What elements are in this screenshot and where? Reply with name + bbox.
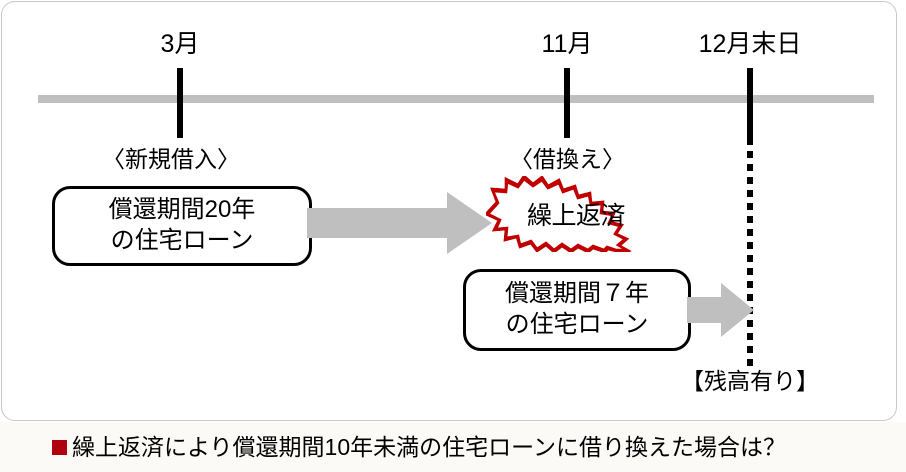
arrow-shaft — [307, 208, 447, 238]
timeline-bar — [38, 95, 874, 103]
loan-box-20-year: 償還期間20年 の住宅ローン — [52, 186, 312, 266]
timeline-label-november: 11月 — [541, 30, 593, 58]
timeline-label-march: 3月 — [160, 30, 200, 58]
loan-box-20-year-line1: 償還期間20年 — [108, 196, 256, 224]
loan-box-20-year-line2: の住宅ローン — [110, 227, 254, 254]
timeline-tick-march — [177, 68, 183, 138]
caption-text: 繰上返済により償還期間10年未満の住宅ローンに借り換えた場合は？ — [72, 433, 786, 460]
loan-box-7-year-line2: の住宅ローン — [505, 311, 649, 338]
arrow-head — [447, 192, 492, 254]
arrow-shaft — [687, 297, 721, 323]
timeline-tick-november — [564, 68, 570, 138]
caption-refinance: 〈借換え〉 — [510, 146, 625, 172]
loan-box-7-year: 償還期間７年 の住宅ローン — [463, 269, 691, 351]
arrow-loan7-to-period-end — [687, 283, 754, 337]
arrow-head — [721, 283, 754, 337]
caption-new-borrowing: 〈新規借入〉 — [102, 146, 240, 172]
december-end-dotted-line — [747, 138, 753, 370]
caption-bar: 繰上返済により償還期間10年未満の住宅ローンに借り換えた場合は？ — [0, 422, 906, 472]
balance-remaining-note: 【残高有り】 — [681, 368, 819, 394]
starburst-shape — [486, 176, 633, 252]
timeline-tick-december-end — [747, 68, 753, 138]
starburst-label: 繰上返済 — [526, 202, 626, 230]
arrow-new-loan-to-prepayment — [307, 192, 492, 254]
loan-box-7-year-line1: 償還期間７年 — [505, 280, 649, 308]
timeline-label-december-end: 12月末日 — [698, 30, 802, 58]
figure-panel: 3月 11月 12月末日 〈新規借入〉 〈借換え〉 償還期間20年 の住宅ローン… — [1, 1, 897, 421]
prepayment-starburst: 繰上返済 — [486, 176, 666, 252]
caption-bullet-icon — [52, 439, 67, 455]
